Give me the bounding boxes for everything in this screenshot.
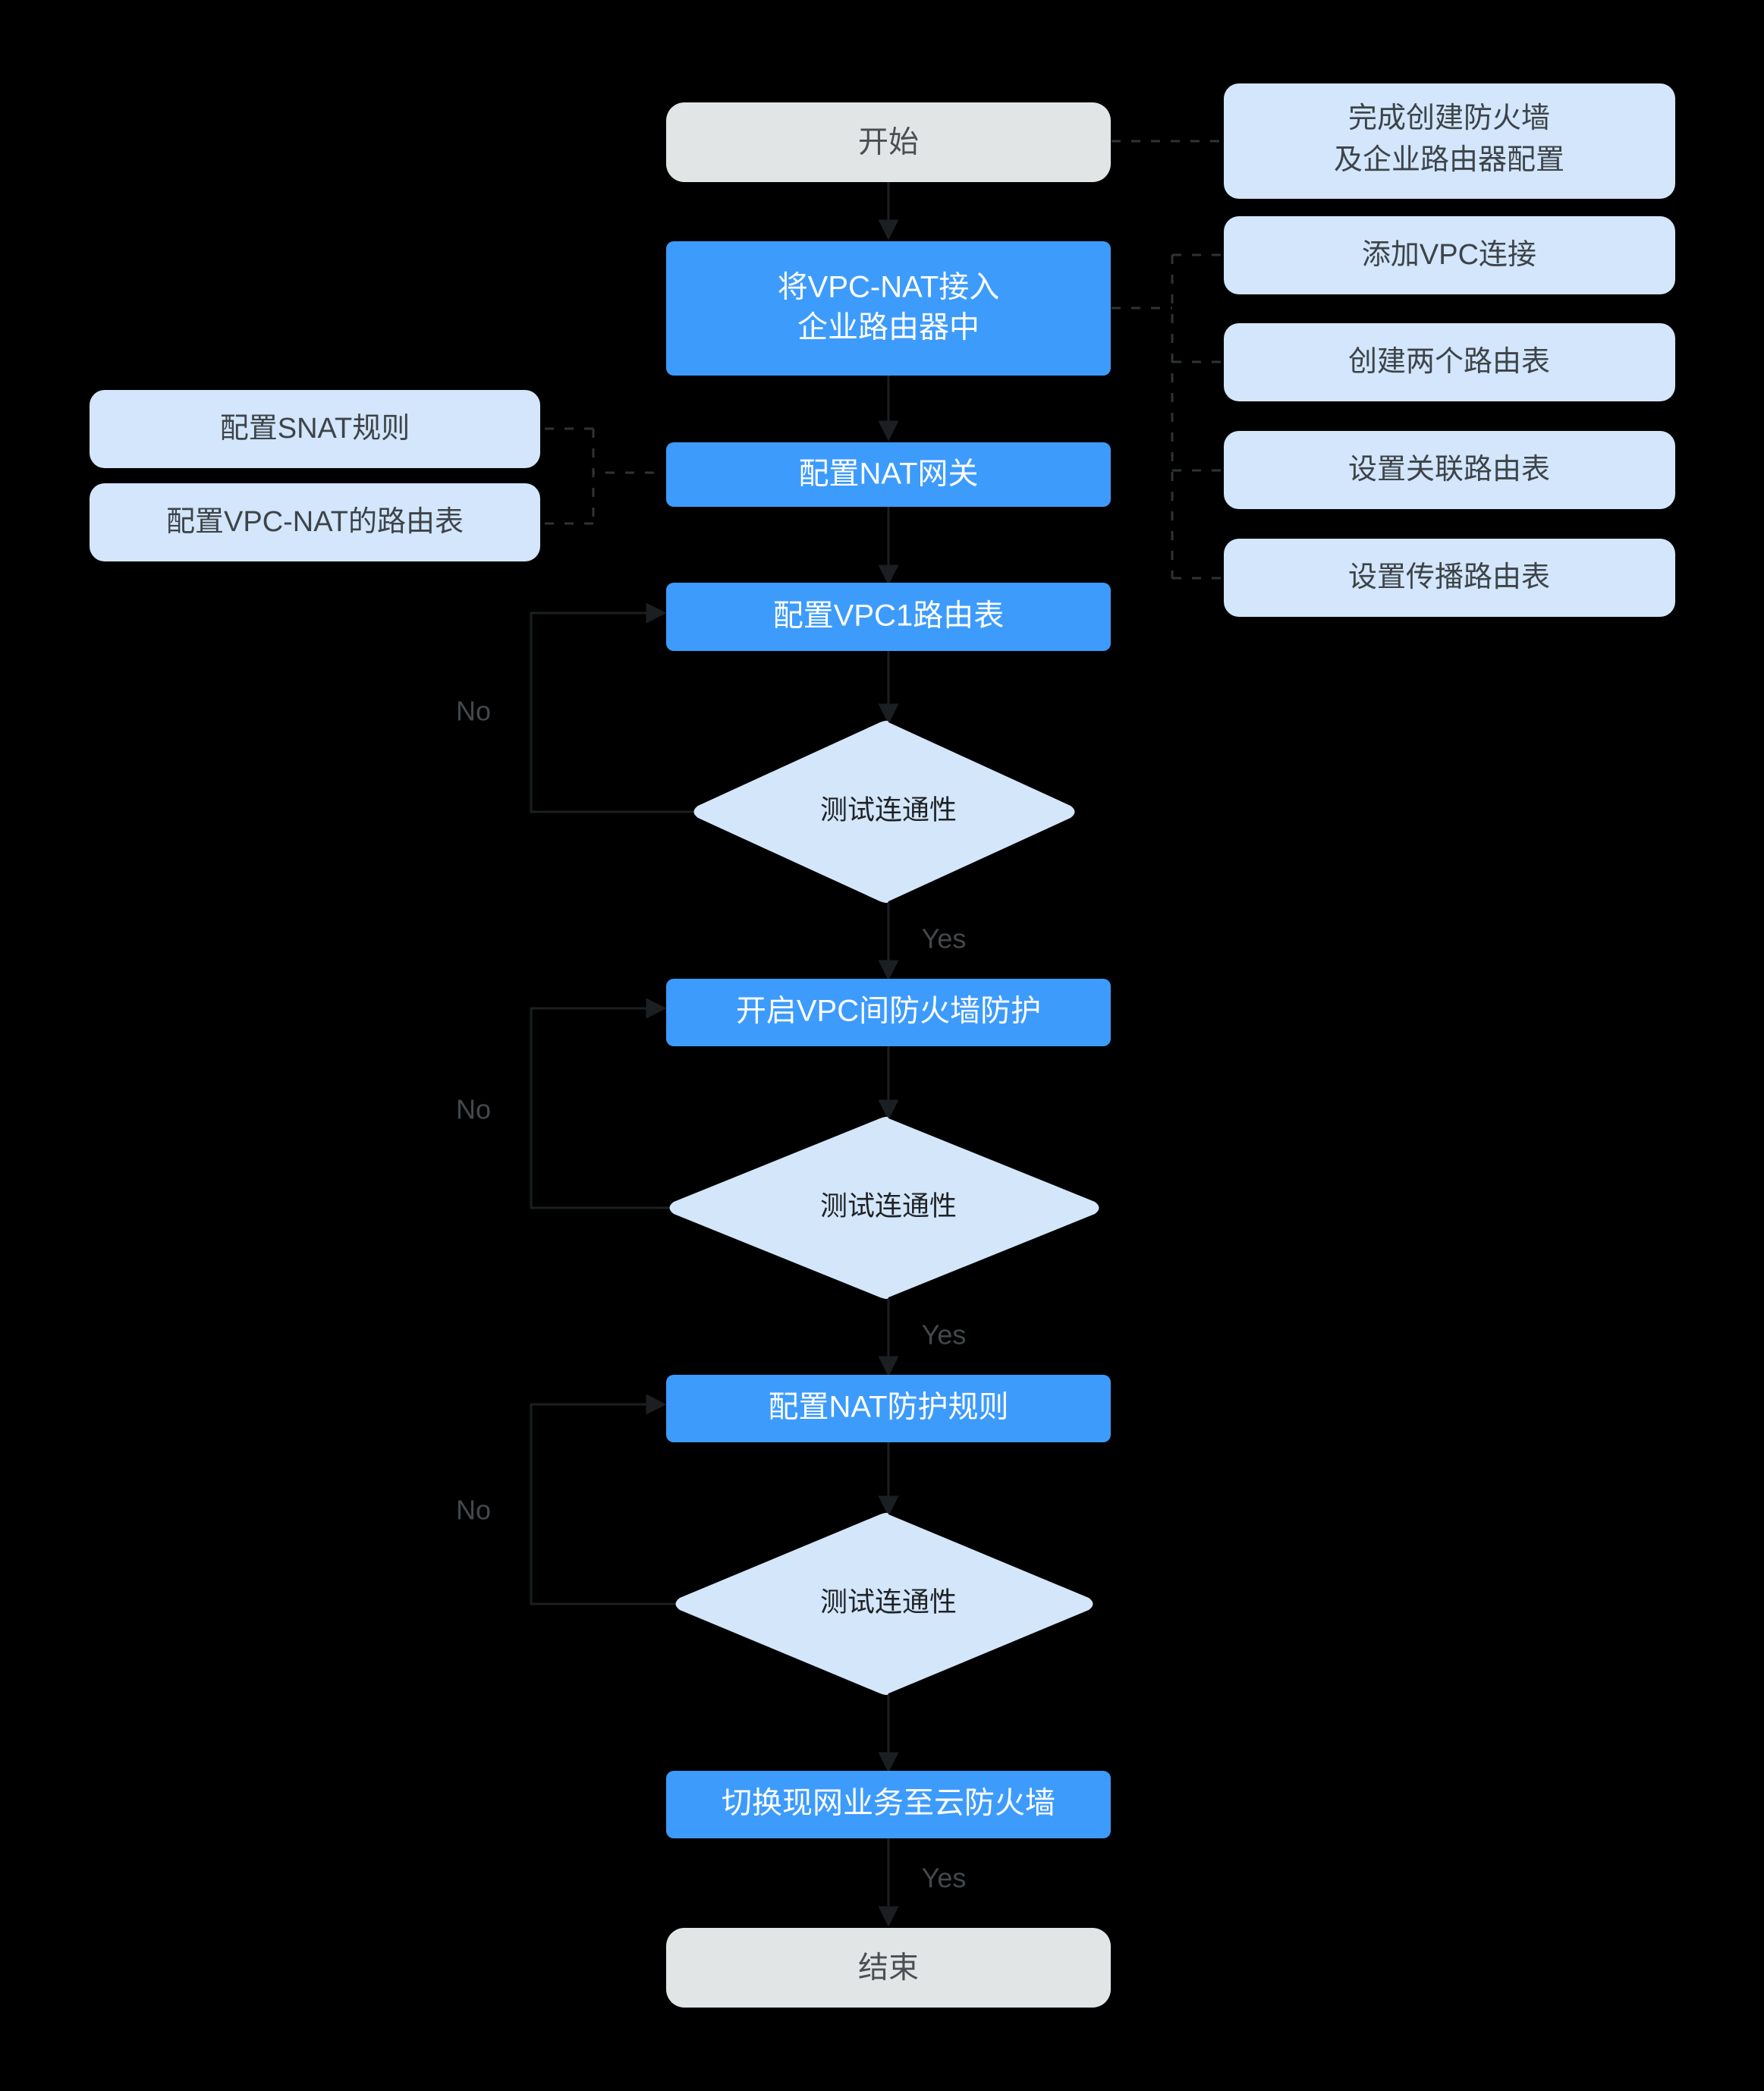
node-nat-gateway[interactable]: 配置NAT网关 <box>666 442 1111 507</box>
node-test-connectivity-1-shape <box>693 721 1075 903</box>
node-vpc1-route-table[interactable]: 配置VPC1路由表 <box>666 583 1111 651</box>
node-nat-gateway-label: 配置NAT网关 <box>798 458 978 491</box>
note-snat-rule-line1: 配置SNAT规则 <box>220 413 410 445</box>
note-vpc-nat-route-table-line1: 配置VPC-NAT的路由表 <box>166 506 464 538</box>
node-test-connectivity-3[interactable]: 测试连通性 <box>675 1513 1093 1695</box>
edge-label-no-3: No <box>456 1495 491 1526</box>
note-set-association-route-table-shape <box>1224 431 1675 509</box>
node-nat-protect-rule-shape <box>666 1375 1111 1442</box>
note-firewall-router[interactable]: 完成创建防火墙 及企业路由器配置 <box>1224 83 1675 199</box>
note-create-two-route-tables-line1: 创建两个路由表 <box>1348 346 1550 378</box>
node-switch-traffic-shape <box>666 1771 1111 1838</box>
note-add-vpc-connection-line1: 添加VPC连接 <box>1362 239 1536 271</box>
node-test-connectivity-1-label: 测试连通性 <box>820 794 957 825</box>
node-enable-vpc-firewall[interactable]: 开启VPC间防火墙防护 <box>666 979 1111 1046</box>
note-firewall-router-shape <box>1224 83 1675 199</box>
node-enable-vpc-firewall-shape <box>666 979 1111 1046</box>
note-add-vpc-connection-shape <box>1224 216 1675 294</box>
note-set-propagation-route-table[interactable]: 设置传播路由表 <box>1224 539 1675 617</box>
edge-label-yes-2: Yes <box>922 1319 967 1351</box>
note-snat-rule[interactable]: 配置SNAT规则 <box>90 390 540 468</box>
note-snat-rule-shape <box>90 390 540 468</box>
dashed-connector-natgw-notes <box>540 427 654 525</box>
node-end[interactable]: 结束 <box>666 1928 1111 2008</box>
note-create-two-route-tables[interactable]: 创建两个路由表 <box>1224 323 1675 401</box>
node-test-connectivity-1[interactable]: 测试连通性 <box>693 721 1075 903</box>
node-switch-traffic-label: 切换现网业务至云防火墙 <box>722 1787 1055 1820</box>
edge-label-yes-1: Yes <box>922 923 967 954</box>
node-nat-gateway-shape <box>666 442 1111 507</box>
note-create-two-route-tables-shape <box>1224 323 1675 401</box>
node-end-shape <box>666 1928 1111 2008</box>
node-end-label: 结束 <box>858 1951 919 1985</box>
note-add-vpc-connection[interactable]: 添加VPC连接 <box>1224 216 1675 294</box>
node-vpc-nat-join-shape <box>666 241 1111 376</box>
note-firewall-router-line1: 完成创建防火墙 <box>1348 102 1550 134</box>
node-vpc1-route-table-shape <box>666 583 1111 651</box>
node-vpc-nat-join-label-line2: 企业路由器中 <box>797 311 979 344</box>
note-set-propagation-route-table-line1: 设置传播路由表 <box>1348 561 1550 593</box>
connector-test3-no-loop <box>530 1394 680 1605</box>
connector-test1-no-loop <box>530 602 698 813</box>
connector-test2-no-loop <box>530 998 674 1209</box>
dashed-connector-vpcnat-notes <box>1112 253 1222 580</box>
node-vpc-nat-join-label-line1: 将VPC-NAT接入 <box>778 271 1000 304</box>
node-nat-protect-rule[interactable]: 配置NAT防护规则 <box>666 1375 1111 1442</box>
node-start[interactable]: 开始 <box>666 102 1111 182</box>
edge-label-no-1: No <box>456 696 491 727</box>
node-start-shape <box>666 102 1111 182</box>
note-firewall-router-line2: 及企业路由器配置 <box>1334 144 1564 176</box>
node-start-label: 开始 <box>858 126 919 159</box>
node-test-connectivity-2[interactable]: 测试连通性 <box>669 1117 1099 1299</box>
node-test-connectivity-2-label: 测试连通性 <box>820 1190 957 1222</box>
note-set-association-route-table-line1: 设置关联路由表 <box>1348 454 1550 486</box>
note-set-propagation-route-table-shape <box>1224 539 1675 617</box>
note-vpc-nat-route-table[interactable]: 配置VPC-NAT的路由表 <box>90 483 540 561</box>
note-vpc-nat-route-table-shape <box>90 483 540 561</box>
edge-label-yes-3: Yes <box>922 1863 967 1894</box>
node-switch-traffic[interactable]: 切换现网业务至云防火墙 <box>666 1771 1111 1838</box>
node-test-connectivity-3-label: 测试连通性 <box>820 1586 957 1618</box>
node-test-connectivity-3-shape <box>675 1513 1093 1695</box>
node-enable-vpc-firewall-label: 开启VPC间防火墙防护 <box>736 995 1041 1028</box>
node-nat-protect-rule-label: 配置NAT防护规则 <box>768 1391 1008 1424</box>
edge-label-no-2: No <box>456 1094 491 1125</box>
node-test-connectivity-2-shape <box>669 1117 1099 1299</box>
node-vpc1-route-table-label: 配置VPC1路由表 <box>773 599 1005 633</box>
node-vpc-nat-join[interactable]: 将VPC-NAT接入 企业路由器中 <box>666 241 1111 376</box>
note-set-association-route-table[interactable]: 设置关联路由表 <box>1224 431 1675 509</box>
